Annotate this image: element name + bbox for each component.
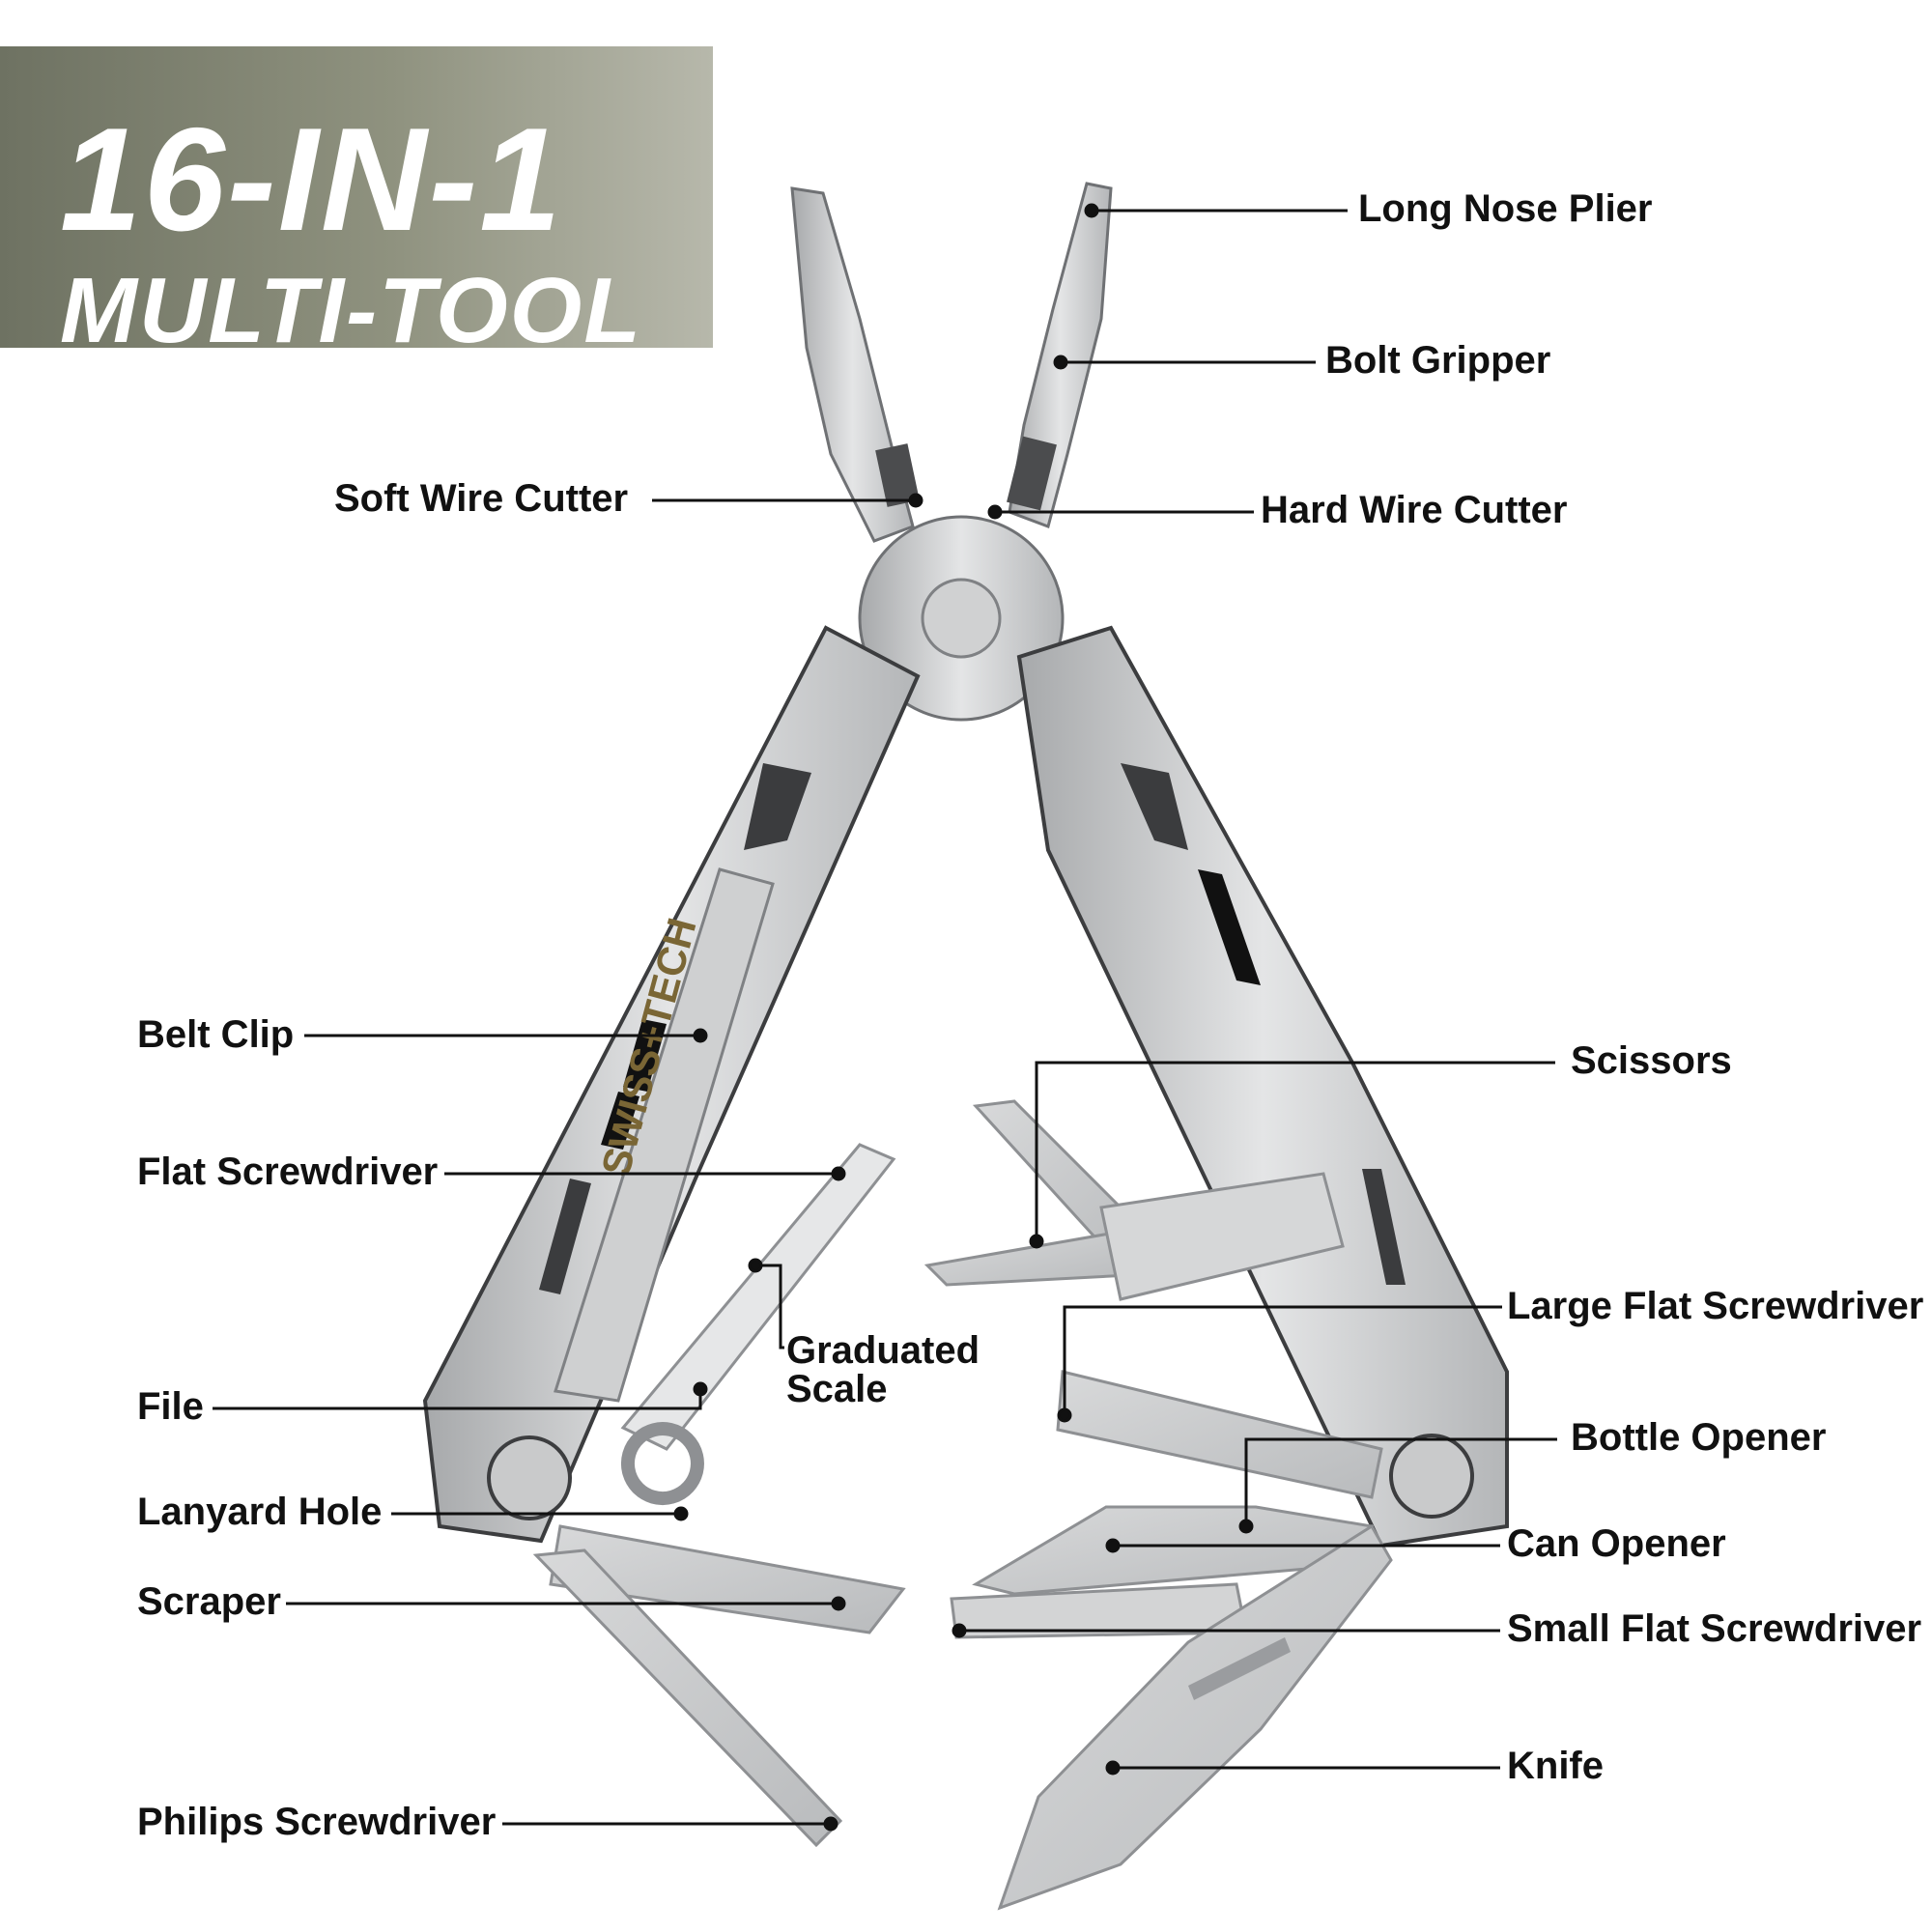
right-handle	[1016, 625, 1509, 1548]
left-handle-cutout-3	[601, 1092, 639, 1150]
title-line-2: MULTI-TOOL	[60, 259, 642, 362]
label-soft-wire-cutter: Soft Wire Cutter	[334, 477, 629, 520]
right-handle-cutout-3	[1362, 1169, 1406, 1285]
lanyard-ring	[621, 1422, 704, 1505]
label-can-opener: Can Opener	[1507, 1522, 1726, 1565]
knife-blade	[997, 1523, 1393, 1911]
label-philips-screwdriver: Philips Screwdriver	[137, 1801, 497, 1843]
label-bottle-opener: Bottle Opener	[1571, 1416, 1827, 1459]
leader-lines	[213, 203, 1557, 1832]
graduated-scale	[620, 1143, 896, 1451]
left-handle-cutout-1	[744, 763, 811, 850]
knife-slot	[1188, 1637, 1291, 1700]
scissors-blade-lower	[923, 1230, 1132, 1287]
label-lanyard-hole: Lanyard Hole	[137, 1491, 383, 1533]
label-file: File	[137, 1385, 204, 1428]
right-handle-cutout-2	[1198, 869, 1261, 985]
right-lower-pivot	[1389, 1434, 1474, 1519]
left-handle-cutout-4	[539, 1179, 591, 1294]
philips-screwdriver	[532, 1548, 843, 1848]
wire-cutter-right-insert	[1007, 436, 1057, 511]
label-graduated-scale-line-1: Graduated	[786, 1329, 980, 1372]
label-knife: Knife	[1507, 1745, 1604, 1787]
left-lower-pivot	[487, 1435, 572, 1520]
wire-cutter-left-insert	[875, 443, 920, 507]
title-line-1: 16-IN-1	[60, 98, 563, 262]
label-long-nose-plier: Long Nose Plier	[1358, 187, 1653, 230]
pivot-cap	[921, 578, 1002, 659]
label-flat-screwdriver: Flat Screwdriver	[137, 1151, 439, 1193]
label-bolt-gripper: Bolt Gripper	[1325, 339, 1551, 382]
label-belt-clip: Belt Clip	[137, 1013, 295, 1056]
label-graduated-scale-line-2: Scale	[786, 1368, 888, 1410]
label-scissors: Scissors	[1571, 1039, 1732, 1082]
right-handle-cutout-1	[1121, 763, 1188, 850]
left-handle-cutout-2	[623, 1019, 667, 1092]
belt-clip	[554, 867, 775, 1403]
label-large-flat-screwdriver: Large Flat Screwdriver	[1507, 1285, 1924, 1327]
label-hard-wire-cutter: Hard Wire Cutter	[1261, 489, 1568, 531]
label-small-flat-screwdriver: Small Flat Screwdriver	[1507, 1607, 1922, 1650]
title-banner: 16-IN-1 MULTI-TOOL	[0, 46, 713, 359]
scissors-handle	[1099, 1172, 1345, 1301]
label-scraper: Scraper	[137, 1580, 281, 1623]
